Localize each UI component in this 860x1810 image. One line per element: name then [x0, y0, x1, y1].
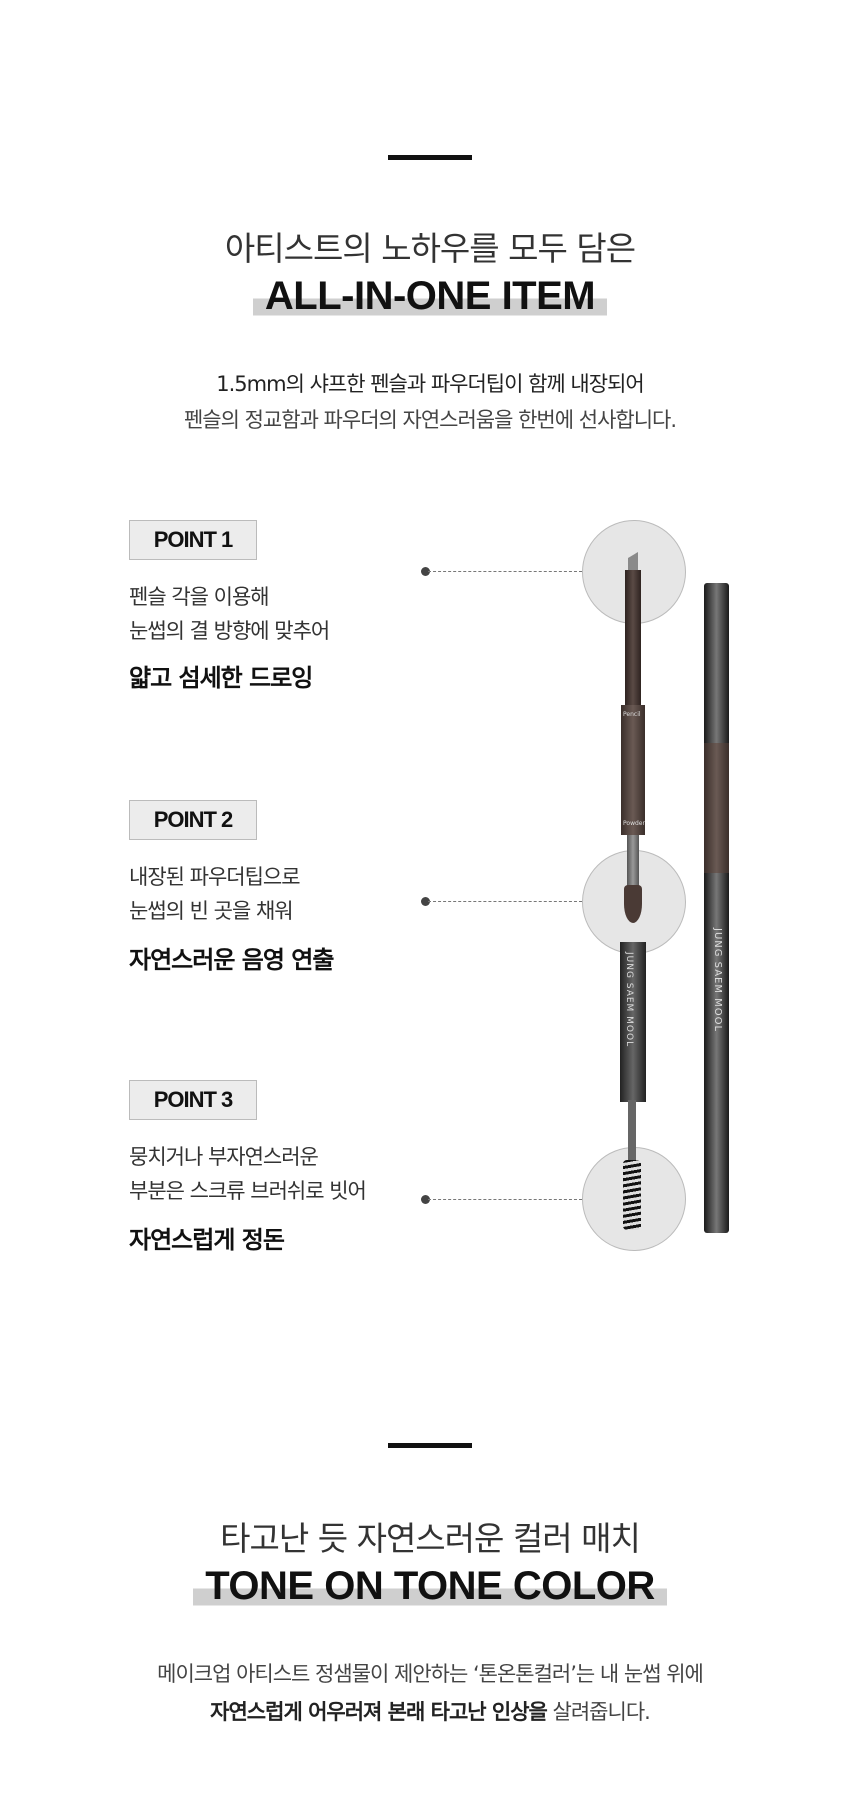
point-3-bold: 자연스럽게 정돈	[129, 1226, 285, 1254]
point-2-badge: POINT 2	[129, 800, 257, 840]
desc-bold: 자연스럽게 어우러져 본래 타고난 인상을	[210, 1700, 548, 1724]
spoolie-brush	[623, 1160, 641, 1230]
powder-stem	[627, 835, 639, 895]
point-1-line-2: 눈썹의 결 방향에 맞추어	[129, 619, 330, 643]
point-3-line-2: 부분은 스크류 브러쉬로 빗어	[129, 1179, 367, 1203]
brand-text: JUNG SAEM MOOL	[712, 928, 723, 1033]
divider-bar	[388, 155, 472, 160]
point-1-bold: 얇고 섬세한 드로잉	[129, 664, 313, 692]
connector-line	[428, 571, 582, 572]
pencil-cap: JUNG SAEM MOOL	[620, 942, 646, 1102]
spoolie-stem	[628, 1100, 636, 1170]
section-title: 타고난 듯 자연스러운 컬러 매치	[220, 1519, 641, 1558]
point-3-line-1: 뭉치거나 부자연스러운	[129, 1145, 319, 1169]
point-2-line-1: 내장된 파우더팁으로	[129, 865, 301, 889]
headline-text: ALL-IN-ONE ITEM	[252, 274, 608, 319]
connector-dot	[421, 897, 430, 906]
point-1-badge: POINT 1	[129, 520, 257, 560]
point-2-bold: 자연스러운 음영 연출	[129, 946, 334, 974]
section-headline: ALL-IN-ONE ITEM	[0, 274, 860, 319]
pencil-label: Pencil	[623, 711, 641, 718]
section-headline: TONE ON TONE COLOR	[0, 1564, 860, 1609]
pencil-body: Pencil Powder	[621, 705, 645, 835]
point-1-line-1: 펜슬 각을 이용해	[129, 585, 270, 609]
closed-pencil: JUNG SAEM MOOL	[704, 583, 729, 1233]
connector-line	[428, 901, 582, 902]
section-title: 아티스트의 노하우를 모두 담은	[224, 229, 636, 268]
desc-line-2: 자연스럽게 어우러져 본래 타고난 인상을 살려줍니다.	[0, 1696, 860, 1726]
pencil-lead-barrel	[625, 570, 641, 720]
desc-line-1: 메이크업 아티스트 정샘물이 제안하는 ‘톤온톤컬러’는 내 눈썹 위에	[157, 1662, 704, 1686]
brand-text: JUNG SAEM MOOL	[624, 952, 634, 1048]
point-2-line-2: 눈썹의 빈 곳을 채워	[129, 899, 294, 923]
point-3-badge: POINT 3	[129, 1080, 257, 1120]
connector-dot	[421, 567, 430, 576]
powder-label: Powder	[623, 820, 645, 827]
desc-rest: 살려줍니다.	[546, 1700, 651, 1724]
connector-line	[428, 1199, 582, 1200]
connector-dot	[421, 1195, 430, 1204]
divider-bar	[388, 1443, 472, 1448]
desc-line-2: 펜슬의 정교함과 파우더의 자연스러움을 한번에 선사합니다.	[183, 408, 677, 432]
pencil-tip	[628, 552, 638, 572]
headline-text: TONE ON TONE COLOR	[193, 1564, 667, 1609]
closed-pencil-band	[704, 743, 729, 873]
powder-tip	[624, 885, 642, 923]
desc-line-1: 1.5mm의 샤프한 펜슬과 파우더팁이 함께 내장되어	[216, 372, 644, 396]
